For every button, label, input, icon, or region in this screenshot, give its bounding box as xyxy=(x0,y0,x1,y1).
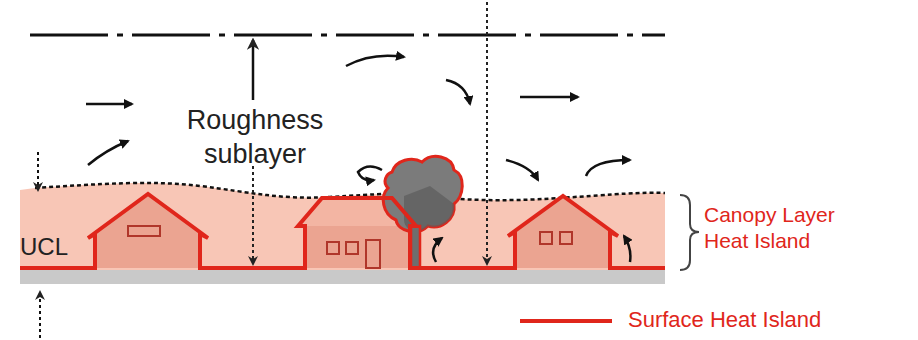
flow-arrow xyxy=(88,141,128,165)
vertical-arrow xyxy=(39,292,41,338)
band-fill xyxy=(20,183,665,270)
flow-arrow xyxy=(86,103,132,106)
boundary-line xyxy=(30,34,665,37)
flow-arrow xyxy=(586,160,630,176)
layer-bracket xyxy=(680,195,699,270)
legend-text: Surface Heat Island xyxy=(628,306,821,334)
flow-arrow xyxy=(506,160,538,180)
vertical-arrow xyxy=(252,40,255,100)
layer-label: Roughness sublayer xyxy=(160,104,350,172)
band-shape xyxy=(20,170,665,270)
ground-strip xyxy=(20,268,665,284)
flow-arrow xyxy=(358,166,382,180)
flow-arrow xyxy=(446,80,470,104)
bracket-label: Canopy Layer Heat Island xyxy=(704,202,864,255)
layer-label: UCL xyxy=(20,232,90,262)
canopy-layer-band: UCL xyxy=(20,170,665,270)
flow-arrow xyxy=(346,56,404,66)
legend-swatch xyxy=(520,319,612,323)
flow-arrow xyxy=(520,96,578,99)
vertical-arrow xyxy=(37,152,39,190)
